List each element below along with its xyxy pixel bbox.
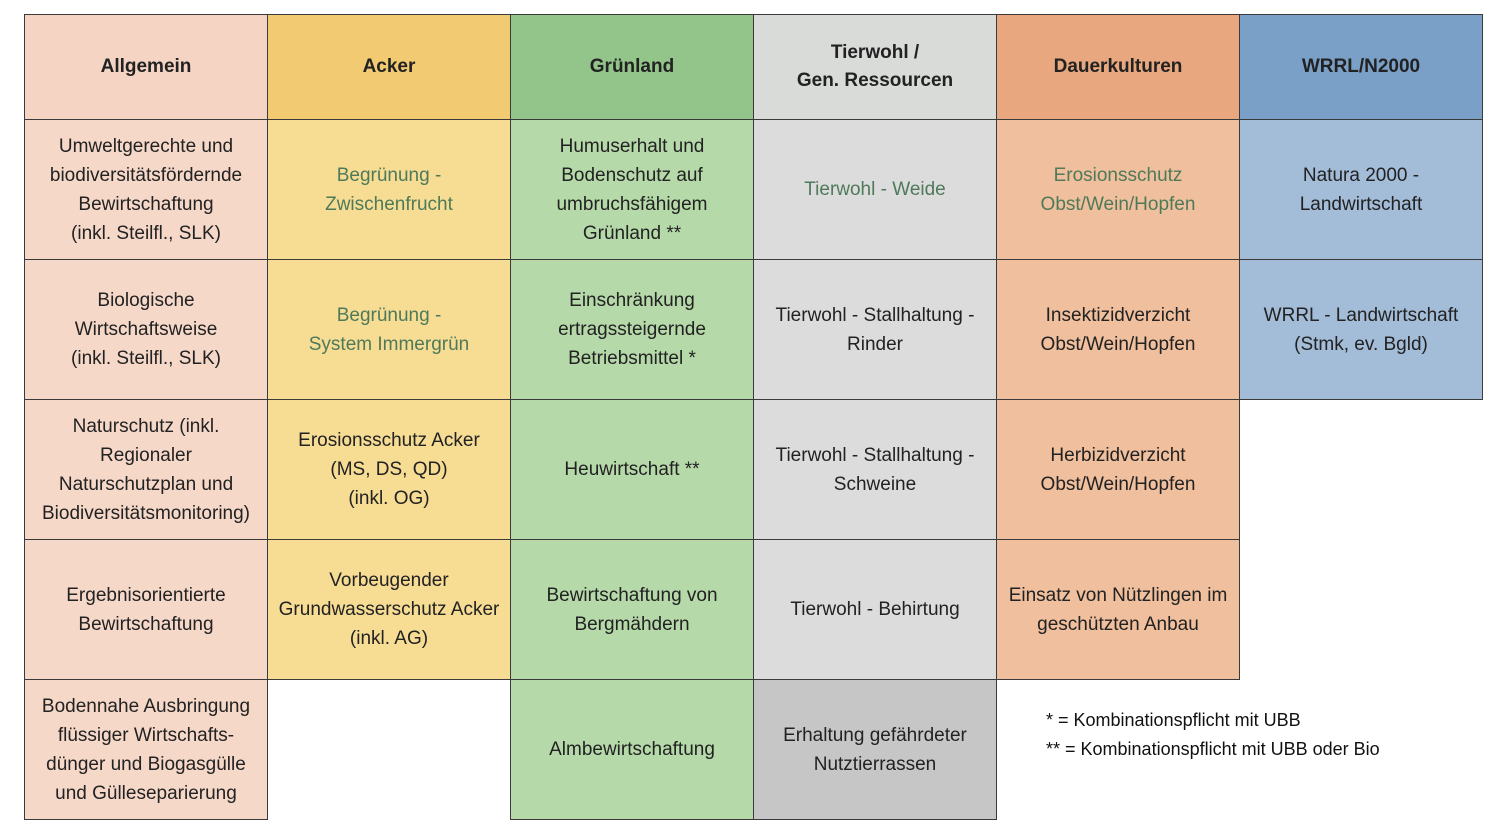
measure-cell-dauerkulturen-4: Einsatz von Nützlingen im geschützten An… [996,539,1240,680]
column-header-tierwohl: Tierwohl / Gen. Ressourcen [753,14,997,120]
column-header-acker: Acker [267,14,511,120]
measure-cell-dauerkulturen-1: Erosionsschutz Obst/Wein/Hopfen [996,119,1240,260]
column-header-dauerkulturen: Dauerkulturen [996,14,1240,120]
footnote-double-star: ** = Kombinationspflicht mit UBB oder Bi… [1046,739,1380,759]
footnote-single-star: * = Kombinationspflicht mit UBB [1046,710,1301,730]
measure-cell-wrrl-2: WRRL - Landwirtschaft (Stmk, ev. Bgld) [1239,259,1483,400]
measure-cell-tierwohl-3: Tierwohl - Stallhaltung - Schweine [753,399,997,540]
measure-cell-acker-4: Vorbeugender Grundwasserschutz Acker (in… [267,539,511,680]
footnotes: * = Kombinationspflicht mit UBB ** = Kom… [1046,706,1380,764]
measure-cell-allgemein-2: Biologische Wirtschaftsweise (inkl. Stei… [24,259,268,400]
column-header-allgemein: Allgemein [24,14,268,120]
measure-cell-allgemein-3: Naturschutz (inkl. Regionaler Naturschut… [24,399,268,540]
measure-cell-allgemein-5: Bodennahe Ausbringung flüssiger Wirtscha… [24,679,268,820]
measure-cell-allgemein-1: Umweltgerechte und biodiversitätsfördern… [24,119,268,260]
measure-cell-gruenland-5: Almbewirtschaftung [510,679,754,820]
measure-cell-tierwohl-2: Tierwohl - Stallhaltung - Rinder [753,259,997,400]
measure-cell-tierwohl-5: Erhaltung gefährdeter Nutztierrassen [753,679,997,820]
measure-cell-allgemein-4: Ergebnisorientierte Bewirtschaftung [24,539,268,680]
measure-cell-gruenland-3: Heuwirtschaft ** [510,399,754,540]
measure-cell-tierwohl-4: Tierwohl - Behirtung [753,539,997,680]
measure-cell-gruenland-1: Humuserhalt und Bodenschutz auf umbruchs… [510,119,754,260]
measure-cell-tierwohl-1: Tierwohl - Weide [753,119,997,260]
measure-cell-dauerkulturen-3: Herbizidverzicht Obst/Wein/Hopfen [996,399,1240,540]
measure-cell-gruenland-2: Einschränkung ertragssteigernde Betriebs… [510,259,754,400]
measure-cell-acker-2: Begrünung - System Immergrün [267,259,511,400]
measure-cell-gruenland-4: Bewirtschaftung von Bergmähdern [510,539,754,680]
column-header-gruenland: Grünland [510,14,754,120]
column-header-wrrl: WRRL/N2000 [1239,14,1483,120]
measure-cell-acker-3: Erosionsschutz Acker (MS, DS, QD) (inkl.… [267,399,511,540]
measure-cell-acker-1: Begrünung - Zwischenfrucht [267,119,511,260]
measure-cell-wrrl-1: Natura 2000 - Landwirtschaft [1239,119,1483,260]
measure-cell-dauerkulturen-2: Insektizidverzicht Obst/Wein/Hopfen [996,259,1240,400]
